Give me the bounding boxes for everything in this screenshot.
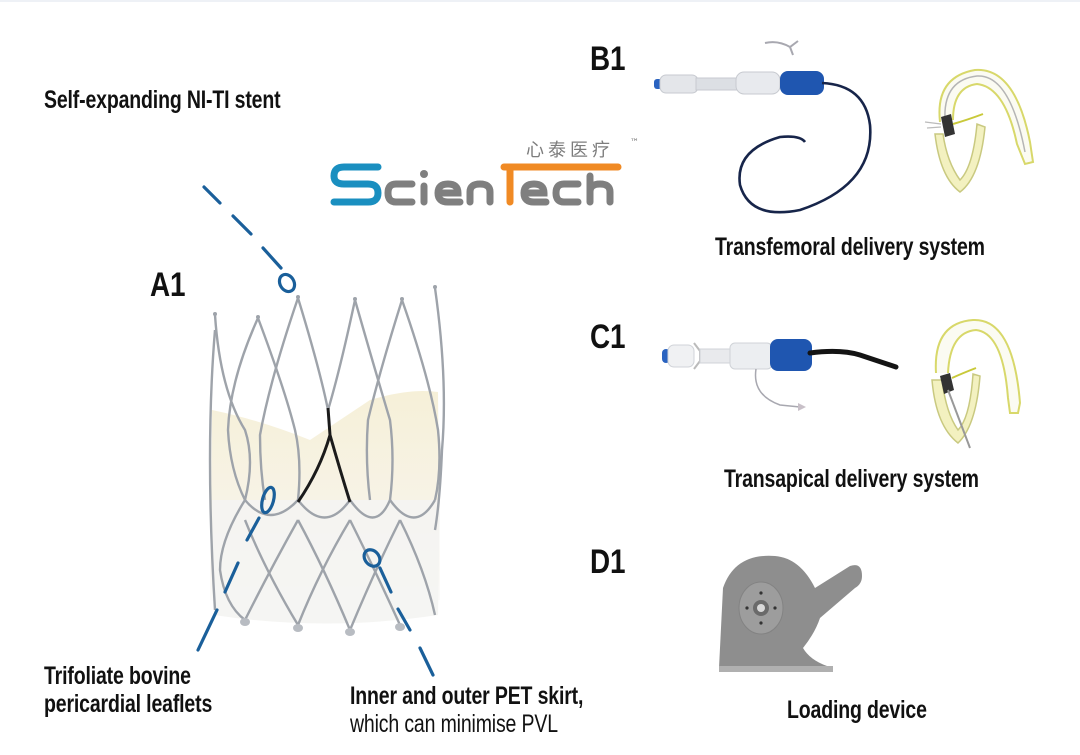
scientech-logo: 心泰医疗 ™ [330, 132, 639, 212]
left-ventricle [931, 373, 981, 444]
transfemoral-heart-diagram [924, 68, 1035, 193]
handle-rear [667, 344, 695, 368]
logo-letter-h [586, 172, 614, 206]
handle-front [735, 71, 781, 95]
logo-letter-c2 [552, 180, 582, 206]
leaflets-callout-label-line1: Trifoliate bovine [44, 662, 191, 690]
logo-letter-c [384, 180, 416, 206]
catheter [738, 81, 872, 214]
stent-valve-illustration [208, 285, 446, 636]
valve-device [940, 373, 954, 394]
flush-port [798, 403, 806, 411]
panel-b1-label: B1 [590, 40, 626, 78]
logo-chinese-text: 心泰医疗 [526, 140, 614, 161]
logo-letter-t [500, 163, 622, 206]
stent-callout-label: Self-expanding NI-TI stent [44, 86, 281, 114]
handle-blue-grip [770, 339, 812, 371]
leaflets-callout-loop [260, 485, 276, 515]
leaflets-callout-label-line2: pericardial leaflets [44, 690, 213, 718]
handle-rear [659, 74, 699, 94]
leaflet-strands [924, 121, 942, 129]
flush-line [754, 368, 801, 408]
panel-c1-label: C1 [590, 318, 626, 356]
logo-letter-s [330, 163, 382, 206]
left-ventricle [934, 122, 986, 193]
stent-callout-loop [277, 272, 297, 294]
logo-letter-e2 [520, 180, 550, 206]
panel-a1-label: A1 [150, 266, 186, 304]
logo-letter-e [434, 180, 464, 206]
transapical-heart-diagram [931, 318, 1022, 449]
handle-shaft [695, 77, 739, 91]
aortic-arch [934, 318, 1022, 414]
panel-b1-caption: Transfemoral delivery system [715, 233, 985, 261]
logo-trademark: ™ [630, 138, 639, 148]
bottom-tips [240, 618, 405, 636]
apical-catheter [947, 389, 971, 449]
stent-callout-line [202, 185, 283, 270]
handle-shaft [699, 348, 731, 364]
catheter [807, 348, 899, 370]
skirt-callout-label-line1: Inner and outer PET skirt, [350, 682, 584, 710]
aortic-arch [938, 68, 1035, 166]
transfemoral-delivery-system-image [654, 40, 872, 214]
commissure-post [296, 407, 352, 503]
logo-letter-i-dot [420, 170, 428, 178]
loading-device-bore [757, 604, 765, 612]
skirt-callout-loop [362, 548, 382, 568]
handle-front [729, 342, 773, 370]
panel-d1-label: D1 [590, 543, 626, 581]
loading-device-image [719, 555, 862, 672]
aortic-arch-inner [944, 75, 1026, 153]
transapical-delivery-system-image [662, 339, 899, 411]
leaflets-callout-line [196, 516, 261, 652]
logo-letter-n [466, 180, 494, 206]
handle-blue-grip [780, 71, 824, 95]
skirt-callout-label-line2: which can minimise PVL [350, 710, 558, 738]
crown-tips [213, 285, 437, 319]
catheter-path [951, 367, 977, 379]
handle-wings [693, 342, 701, 370]
logo-wordmark [330, 163, 622, 206]
top-border [0, 0, 1080, 2]
stent-frame [208, 287, 446, 631]
panel-d1-caption: Loading device [787, 696, 927, 724]
flush-port [764, 40, 799, 56]
panel-c1-caption: Transapical delivery system [724, 465, 979, 493]
loading-device-screws [745, 591, 777, 625]
loading-device-base [719, 666, 833, 672]
skirt-callout-line [378, 566, 435, 677]
catheter-path [952, 113, 984, 125]
valve-device [941, 114, 955, 137]
